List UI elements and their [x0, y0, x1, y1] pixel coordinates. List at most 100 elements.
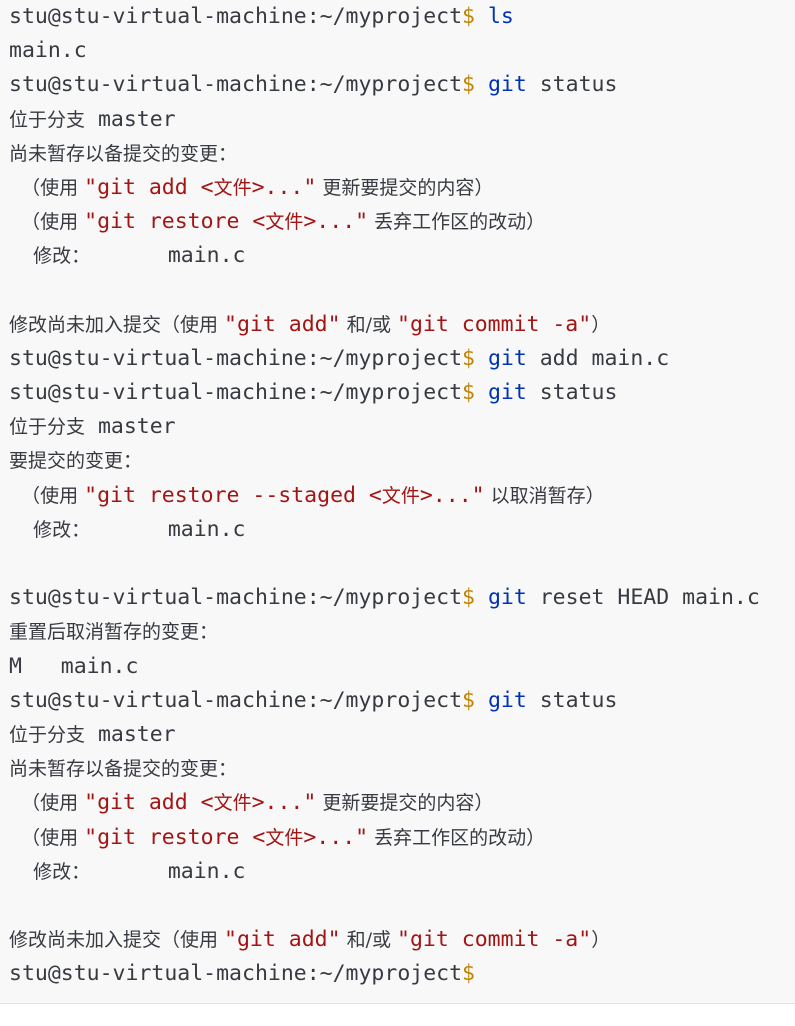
output-text: 以取消暂存）: [484, 484, 605, 507]
output-text: 修改尚未加入提交（使用: [9, 313, 225, 336]
quoted-command-hint: 文件: [381, 484, 420, 507]
output-text: main.c: [90, 516, 246, 542]
quoted-command-hint: >...": [303, 824, 369, 850]
output-text: （使用: [9, 792, 85, 815]
quoted-command-hint: "git restore <: [84, 209, 266, 235]
output-text: 位于分支: [9, 723, 86, 746]
quoted-command-hint: >...": [251, 790, 317, 816]
output-line: 修改尚未加入提交（使用 "git add" 和/或 "git commit -a…: [0, 923, 795, 957]
output-line: （使用 "git restore <文件>..." 丢弃工作区的改动）: [0, 205, 795, 239]
output-text: （使用: [9, 484, 85, 507]
output-text: （使用: [9, 826, 85, 849]
command-args: status: [526, 687, 618, 713]
output-line: 重置后取消暂存的变更：: [0, 615, 795, 649]
prompt-dollar: $: [462, 687, 475, 713]
blank-line: [0, 274, 795, 308]
output-text: ）: [591, 929, 611, 952]
output-text: 位于分支: [9, 416, 86, 439]
output-line: main.c: [0, 34, 795, 68]
command-line: stu@stu-virtual-machine:~/myproject$ git…: [0, 68, 795, 102]
quoted-command-hint: "git commit -a": [397, 927, 592, 953]
output-text: M main.c: [9, 653, 139, 679]
output-text: 位于分支: [9, 108, 86, 131]
output-line: 位于分支 master: [0, 718, 795, 752]
output-text: 要提交的变更：: [9, 450, 143, 473]
output-text: main.c: [90, 858, 246, 884]
output-text: 尚未暂存以备提交的变更：: [9, 758, 238, 781]
output-text: 重置后取消暂存的变更：: [9, 621, 219, 644]
command-args: reset HEAD main.c: [526, 585, 760, 611]
output-line: （使用 "git add <文件>..." 更新要提交的内容）: [0, 786, 795, 820]
quoted-command-hint: 文件: [265, 826, 304, 849]
output-line: 位于分支 master: [0, 103, 795, 137]
quoted-command-hint: >...": [419, 482, 485, 508]
prompt-dollar: $: [462, 380, 475, 406]
command-keyword: git: [487, 72, 527, 98]
output-text: master: [85, 106, 176, 132]
output-text: ）: [591, 313, 611, 336]
output-line: M main.c: [0, 650, 795, 684]
output-line: 尚未暂存以备提交的变更：: [0, 137, 795, 171]
output-line: 修改： main.c: [0, 239, 795, 273]
command-line: stu@stu-virtual-machine:~/myproject$ git…: [0, 342, 795, 376]
output-text: master: [85, 414, 176, 440]
command-args: add main.c: [526, 345, 670, 371]
shell-prompt: stu@stu-virtual-machine:~/myproject: [9, 380, 463, 406]
output-line: 要提交的变更：: [0, 444, 795, 478]
shell-prompt: stu@stu-virtual-machine:~/myproject: [9, 4, 463, 29]
output-line: 位于分支 master: [0, 410, 795, 444]
command-keyword: git: [487, 585, 527, 611]
output-line: （使用 "git restore <文件>..." 丢弃工作区的改动）: [0, 821, 795, 855]
quoted-command-hint: "git restore --staged <: [84, 482, 382, 508]
output-text: 尚未暂存以备提交的变更：: [9, 142, 238, 165]
quoted-command-hint: 文件: [213, 792, 252, 815]
command-args: status: [526, 72, 618, 98]
shell-prompt: stu@stu-virtual-machine:~/myproject: [9, 72, 463, 98]
output-text: 丢弃工作区的改动）: [368, 826, 546, 849]
output-text: 修改：: [9, 860, 91, 883]
output-text: 修改：: [9, 518, 91, 541]
command-keyword: ls: [487, 4, 514, 29]
shell-prompt: stu@stu-virtual-machine:~/myproject: [9, 345, 463, 371]
output-text: （使用: [9, 211, 85, 234]
quoted-command-hint: "git add": [224, 927, 341, 953]
prompt-dollar: $: [462, 961, 475, 987]
command-line: stu@stu-virtual-machine:~/myproject$ git…: [0, 376, 795, 410]
command-args: status: [526, 380, 618, 406]
quoted-command-hint: 文件: [265, 211, 304, 234]
output-text: 和/或: [340, 929, 398, 952]
output-text: 丢弃工作区的改动）: [368, 211, 546, 234]
command-keyword: git: [487, 687, 527, 713]
shell-prompt: stu@stu-virtual-machine:~/myproject: [9, 961, 463, 987]
quoted-command-hint: "git add <: [84, 174, 214, 200]
prompt-dollar: $: [462, 4, 475, 29]
command-line: stu@stu-virtual-machine:~/myproject$: [0, 957, 795, 991]
quoted-command-hint: 文件: [213, 176, 252, 199]
output-text: master: [85, 721, 176, 747]
output-line: 修改： main.c: [0, 513, 795, 547]
command-line: stu@stu-virtual-machine:~/myproject$ ls: [0, 0, 795, 34]
quoted-command-hint: "git add <: [84, 790, 214, 816]
output-line: （使用 "git add <文件>..." 更新要提交的内容）: [0, 171, 795, 205]
command-keyword: git: [487, 380, 527, 406]
quoted-command-hint: >...": [251, 174, 317, 200]
output-text: main.c: [90, 243, 246, 269]
blank-line: [0, 889, 795, 923]
command-line: stu@stu-virtual-machine:~/myproject$ git…: [0, 684, 795, 718]
output-text: 更新要提交的内容）: [316, 176, 494, 199]
shell-prompt: stu@stu-virtual-machine:~/myproject: [9, 585, 463, 611]
code-block-footer: [0, 1003, 795, 1026]
output-line: 修改： main.c: [0, 855, 795, 889]
prompt-dollar: $: [462, 72, 475, 98]
output-line: 修改尚未加入提交（使用 "git add" 和/或 "git commit -a…: [0, 308, 795, 342]
output-text: （使用: [9, 176, 85, 199]
quoted-command-hint: "git add": [224, 311, 341, 337]
quoted-command-hint: "git commit -a": [397, 311, 592, 337]
blank-line: [0, 547, 795, 581]
quoted-command-hint: >...": [303, 209, 369, 235]
output-text: 修改：: [9, 245, 91, 268]
prompt-dollar: $: [462, 345, 475, 371]
output-text: 和/或: [340, 313, 398, 336]
output-text: main.c: [9, 38, 87, 64]
